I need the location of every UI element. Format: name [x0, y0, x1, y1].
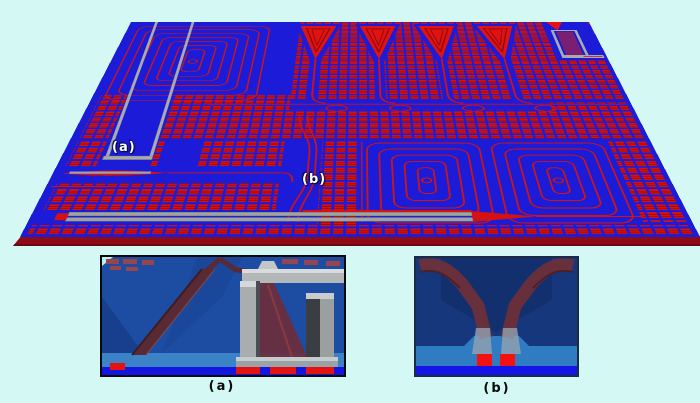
chip-layout-graphic: [20, 21, 700, 238]
inset-a-panel: [100, 255, 346, 377]
ridge-waveguide: [132, 269, 215, 355]
inset-b-caption: (b): [483, 381, 511, 396]
chip-callout-label-b: (b): [302, 172, 327, 187]
metal-rail-assembly: [236, 261, 344, 374]
chip-substrate-edge: [13, 236, 700, 246]
inset-b-graphic: [416, 258, 577, 375]
chip-callout-label-a: (a): [112, 140, 136, 155]
inset-b-panel: [414, 256, 579, 377]
inset-a-caption: (a): [208, 379, 236, 394]
coupler-waveguides: [418, 258, 575, 340]
chip-3d-view: [20, 21, 700, 238]
inset-a-graphic: [102, 256, 344, 375]
metal-fill-regions: [27, 21, 693, 235]
